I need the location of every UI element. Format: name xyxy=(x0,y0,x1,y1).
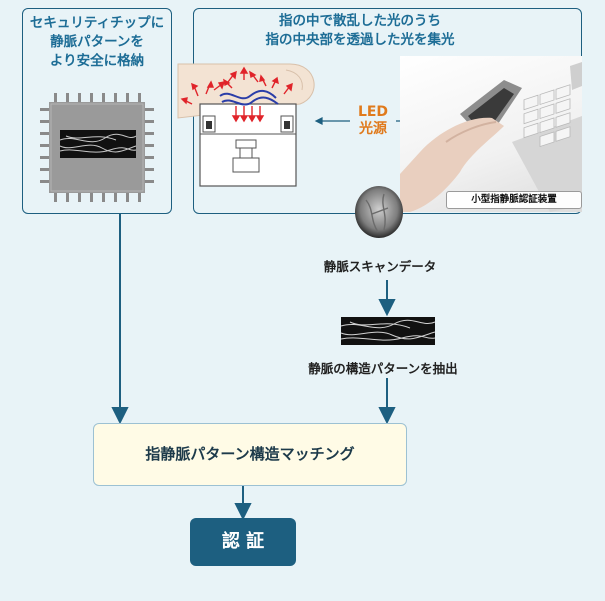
chip-title-line1: セキュリティチップに xyxy=(29,15,165,31)
matching-box xyxy=(93,423,407,486)
led-label-line1: LED xyxy=(357,104,389,120)
chip-box-title: セキュリティチップに 静脈パターンを より安全に格納 xyxy=(24,14,170,71)
security-chip-box xyxy=(22,8,172,214)
authentication-box xyxy=(190,518,296,566)
scan-title-line1: 指の中で散乱した光のうち xyxy=(279,13,441,29)
keyboard-image xyxy=(400,62,582,212)
chip-title-line3: より安全に格納 xyxy=(49,53,145,69)
device-caption: 小型指静脈認証装置 xyxy=(446,191,582,209)
led-light-source-label: LED 光源 xyxy=(352,104,394,138)
scan-title-line2: 指の中央部を透過した光を集光 xyxy=(265,32,455,48)
vein-scan-label: 静脈スキャンデータ xyxy=(323,259,437,274)
extract-pattern-label: 静脈の構造パターンを抽出 xyxy=(308,361,458,376)
device-photo: 小型指静脈認証装置 xyxy=(400,56,582,212)
scan-box-title: 指の中で散乱した光のうち 指の中央部を透過した光を集光 xyxy=(230,12,490,50)
led-label-line2: 光源 xyxy=(359,121,387,137)
authentication-label: 認 証 xyxy=(221,531,265,552)
chip-title-line2: 静脈パターンを xyxy=(50,34,144,50)
matching-label: 指静脈パターン構造マッチング xyxy=(145,445,355,463)
